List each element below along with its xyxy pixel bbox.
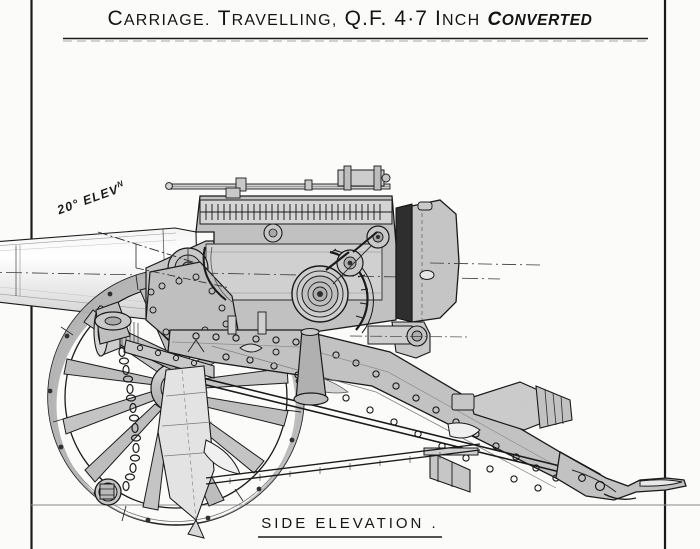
trail-spade-eye [555,450,687,501]
title-comma: , [331,12,338,29]
title-dot1: . [204,12,211,29]
view-caption: SIDE ELEVATION . [261,515,439,532]
title-word2-cap: T [217,7,232,30]
breech-assembly [349,199,541,359]
title-unit-cap: I [435,7,442,30]
sighting-bar [165,165,391,199]
drag-shoe-roller [94,478,122,506]
title-word2-rest: RAVELLING [231,12,332,29]
title-qualifier-cap: C [487,9,502,30]
platform-shoe [157,365,241,539]
elevating-gear [263,223,390,334]
elevating-screw-bell [94,301,132,345]
trail-underbracket [423,447,479,493]
saddle-side-bracket [145,246,239,347]
elevation-leader-line [97,231,231,289]
title-word1-rest: ARRIAGE [123,12,205,29]
title-unit-rest: NCH [441,12,481,29]
title-underline [63,37,648,42]
page-title: CARRIAGE. TRAVELLING, Q.F. 4·7 INCH CONV… [0,7,700,31]
title-qualifier-rest: ONVERTED [501,12,593,29]
title-designation: Q.F. [344,7,388,30]
title-word1-cap: C [107,7,124,30]
brake-chain [118,346,142,492]
travelling-lock-cylinder [451,381,573,431]
trail-tie-rod [205,443,481,485]
cradle-rack-strip [199,199,393,225]
title-block: CARRIAGE. TRAVELLING, Q.F. 4·7 INCH CONV… [0,0,700,52]
trail-bell-bracket [293,328,329,406]
trail-top-fittings [187,311,280,356]
title-calibre: 4·7 [394,7,429,30]
